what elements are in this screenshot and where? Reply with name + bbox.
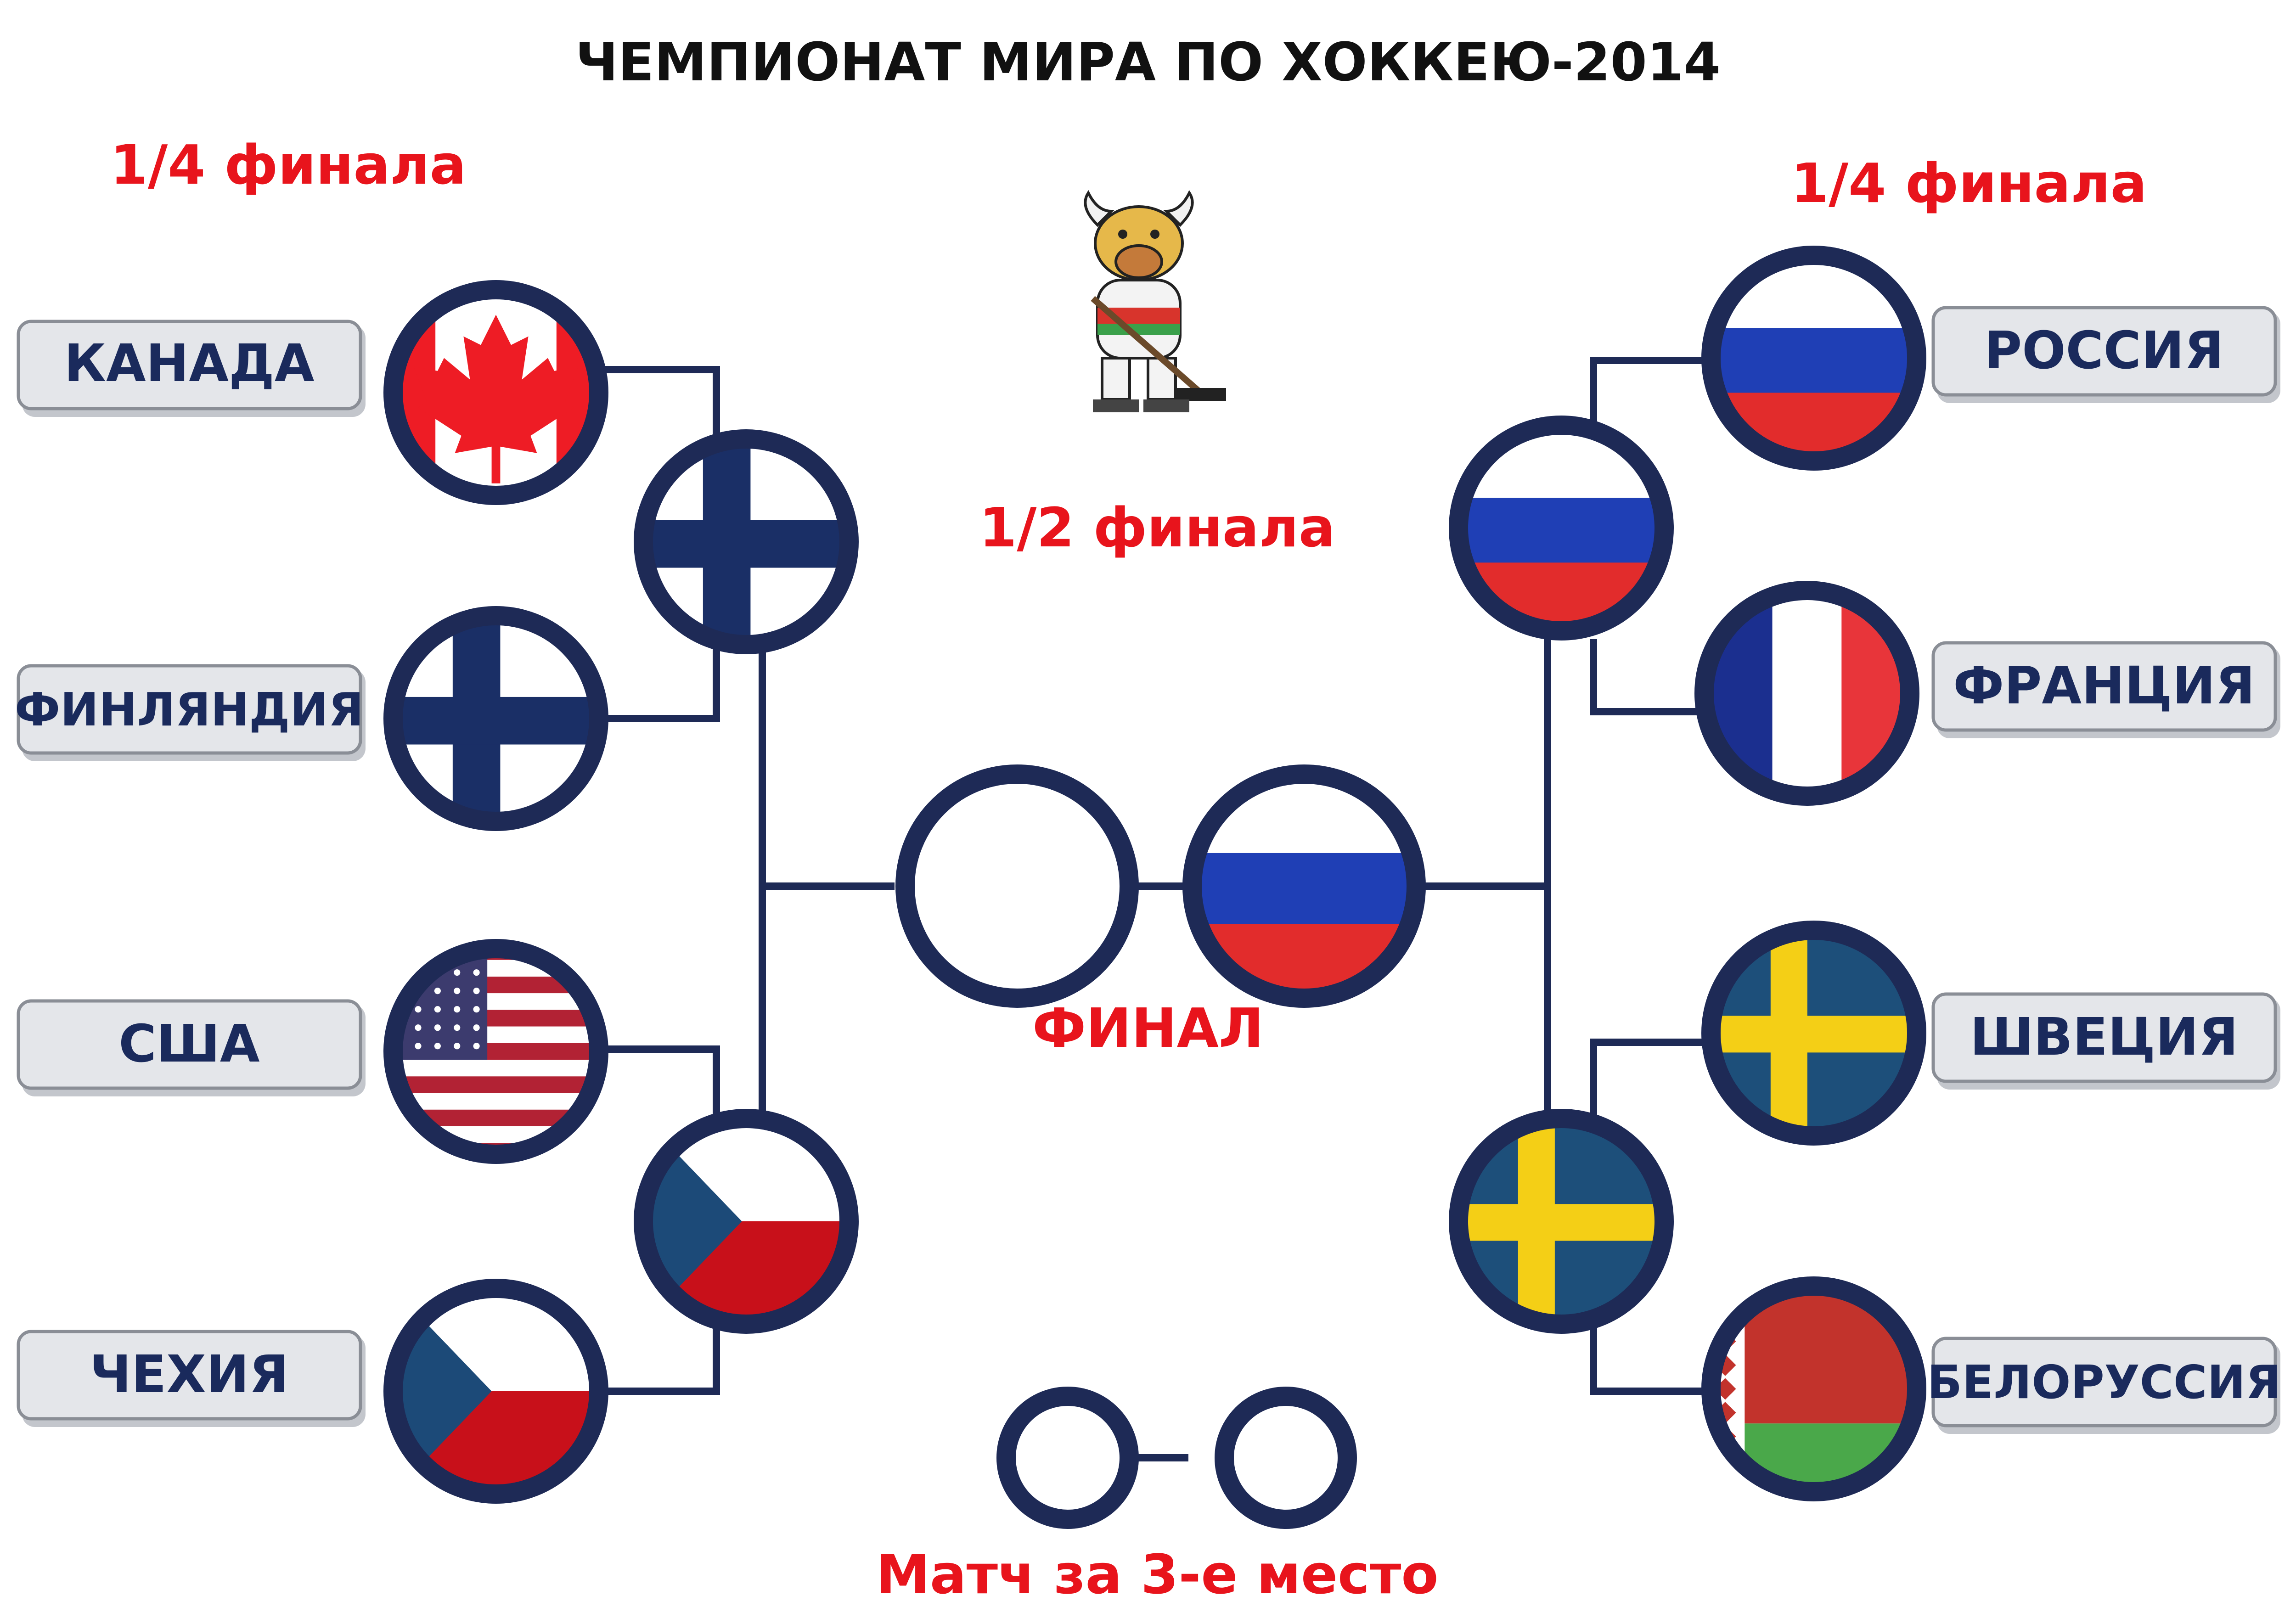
team-label-canada: КАНАДА: [17, 320, 366, 417]
flag-circle-semi-right-bottom: [1449, 1109, 1674, 1334]
finland-flag-icon: [648, 444, 844, 640]
sweden-flag-icon: [1716, 935, 1912, 1131]
round-label-third-place: Матч за 3-е место: [876, 1543, 1439, 1606]
team-label-belarus: БЕЛОРУССИЯ: [1927, 1337, 2281, 1434]
team-label-finland: ФИНЛЯНДИЯ: [15, 664, 366, 761]
flag-circle-russia: [1701, 246, 1926, 471]
flag-circle-canada: [383, 280, 608, 505]
team-label-france: ФРАНЦИЯ: [1931, 641, 2280, 738]
svg-text:КАНАДА: КАНАДА: [64, 334, 314, 393]
sweden-flag-icon: [1463, 1123, 1660, 1320]
team-label-usa: США: [17, 999, 366, 1096]
flag-circle-finland: [383, 606, 608, 831]
flag-circle-final-left: [895, 764, 1139, 1008]
flag-circle-france: [1694, 581, 1919, 806]
page-title: ЧЕМПИОНАТ МИРА ПО ХОККЕЮ-2014: [575, 32, 1721, 93]
flag-circle-sweden: [1701, 921, 1926, 1146]
svg-text:ФРАНЦИЯ: ФРАНЦИЯ: [1953, 656, 2255, 716]
round-label-final: ФИНАЛ: [1032, 996, 1264, 1060]
flag-circle-semi-right-top: [1449, 416, 1674, 641]
finland-flag-icon: [398, 620, 594, 817]
round-label-quarter-right: 1/4 финала: [1791, 152, 2147, 215]
flag-circle-third-right: [1215, 1387, 1357, 1529]
svg-text:БЕЛОРУССИЯ: БЕЛОРУССИЯ: [1927, 1355, 2281, 1409]
bison-hockey-mascot-icon: [1084, 190, 1226, 412]
flag-circle-belarus: [1701, 1276, 1926, 1501]
round-label-quarter-left: 1/4 финала: [110, 133, 466, 197]
team-label-sweden: ШВЕЦИЯ: [1931, 992, 2280, 1090]
svg-text:ФИНЛЯНДИЯ: ФИНЛЯНДИЯ: [15, 683, 364, 736]
flag-circle-semi-left-top: [634, 429, 859, 654]
svg-text:ЧЕХИЯ: ЧЕХИЯ: [90, 1345, 288, 1405]
flag-circle-czech: [383, 1279, 608, 1504]
flag-circle-final-right: [1182, 764, 1426, 1008]
svg-text:РОССИЯ: РОССИЯ: [1984, 321, 2224, 381]
flag-circle-third-left: [996, 1387, 1139, 1529]
round-label-semi: 1/2 финала: [979, 496, 1335, 559]
team-label-russia: РОССИЯ: [1931, 306, 2280, 403]
flag-circle-semi-left-bottom: [634, 1109, 859, 1334]
team-label-czech: ЧЕХИЯ: [17, 1330, 366, 1427]
svg-text:США: США: [118, 1014, 260, 1074]
svg-text:ШВЕЦИЯ: ШВЕЦИЯ: [1970, 1007, 2238, 1067]
flag-circle-usa: [383, 939, 608, 1164]
